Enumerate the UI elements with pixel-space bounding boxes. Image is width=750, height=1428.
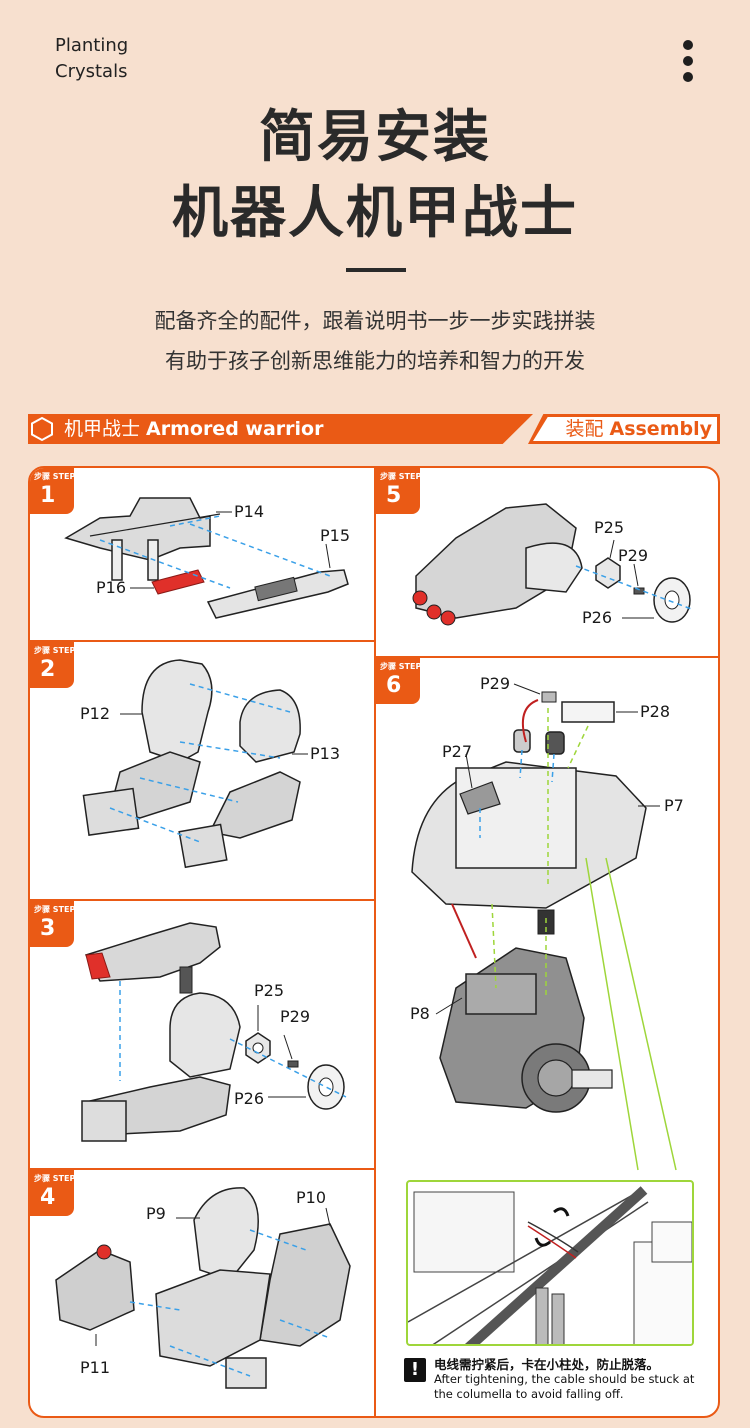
step-4-panel: 步骤 STEP 4 P9 P10 P11 — [30, 1170, 374, 1416]
part-label: P15 — [320, 526, 351, 545]
part-label: P9 — [146, 1204, 166, 1223]
more-menu-button[interactable] — [676, 40, 700, 82]
description-line-1: 配备齐全的配件，跟着说明书一步一步实践拼装 — [154, 309, 596, 333]
step-5-diagram — [412, 503, 695, 626]
step-4-diagram — [55, 1187, 351, 1389]
step-3-diagram — [81, 922, 347, 1142]
step-badge: 步骤 STEP 4 — [30, 1170, 76, 1216]
step-badge-label: 步骤 STEP — [34, 1174, 76, 1183]
part-label: P13 — [310, 744, 341, 763]
part-label: P26 — [582, 608, 613, 627]
part-label: P7 — [664, 796, 684, 815]
page-title-line-1: 简易安装 — [259, 105, 491, 170]
step-5-panel: 步骤 STEP 5 P25 P29 P26 — [376, 468, 718, 656]
step-number: 6 — [386, 673, 402, 698]
assembly-label-en: Assembly — [609, 418, 712, 440]
step-number: 4 — [40, 1185, 56, 1210]
part-label: P29 — [480, 674, 511, 693]
step-badge-label: 步骤 STEP — [34, 472, 76, 481]
step-badge-label: 步骤 STEP — [380, 472, 422, 481]
step-number: 1 — [40, 483, 56, 508]
step-2-panel: 步骤 STEP 2 P12 P13 — [30, 642, 374, 899]
menu-dot-icon — [683, 72, 693, 82]
page-title-line-2: 机器人机甲战士 — [172, 181, 578, 246]
step-badge: 步骤 STEP 2 — [30, 642, 76, 688]
step-6-diagram — [411, 683, 677, 1171]
section-title-en: Armored warrior — [146, 418, 324, 440]
cable-detail-diagram — [408, 1186, 692, 1344]
title-divider — [346, 268, 406, 272]
part-label: P25 — [594, 518, 625, 537]
part-label: P29 — [618, 546, 649, 565]
part-label: P27 — [442, 742, 473, 761]
part-label: P16 — [96, 578, 127, 597]
note-text-cn: 电线需拧紧后，卡在小柱处，防止脱落。 — [434, 1357, 660, 1372]
assembly-label-cn: 装配 — [565, 418, 604, 440]
step-6-panel: 步骤 STEP 6 — [376, 658, 718, 1416]
part-label: P11 — [80, 1358, 111, 1377]
part-label: P8 — [410, 1004, 430, 1023]
part-label: P26 — [234, 1089, 265, 1108]
step-number: 5 — [386, 483, 402, 508]
step-3-panel: 步骤 STEP 3 P25 P29 P26 — [30, 901, 374, 1168]
description-line-2: 有助于孩子创新思维能力的培养和智力的开发 — [165, 349, 585, 373]
hexagon-icon — [31, 416, 53, 442]
step-1-diagram — [64, 497, 349, 619]
step-badge: 步骤 STEP 5 — [376, 468, 422, 514]
brand-line-1: Planting — [55, 35, 129, 56]
cable-detail-zoom — [406, 1180, 694, 1346]
part-label: P28 — [640, 702, 671, 721]
step-1-panel: 步骤 STEP 1 P14 P15 P16 — [30, 468, 374, 640]
warning-icon: ! — [404, 1358, 426, 1382]
step-number: 3 — [40, 916, 56, 941]
brand-line-2: Crystals — [55, 61, 128, 82]
part-label: P14 — [234, 502, 265, 521]
assembly-instructions-frame: 步骤 STEP 1 P14 P15 P16 步骤 STEP 2 — [28, 466, 720, 1418]
step-badge: 步骤 STEP 1 — [30, 468, 76, 514]
part-label: P12 — [80, 704, 111, 723]
step-badge: 步骤 STEP 3 — [30, 901, 76, 947]
brand-name: Planting Crystals — [55, 33, 128, 85]
step-badge-label: 步骤 STEP — [34, 646, 76, 655]
step-badge: 步骤 STEP 6 — [376, 658, 422, 704]
menu-dot-icon — [683, 56, 693, 66]
step-badge-label: 步骤 STEP — [34, 905, 76, 914]
part-label: P29 — [280, 1007, 311, 1026]
step-number: 2 — [40, 657, 56, 682]
step-2-diagram — [82, 659, 308, 869]
note-text-en: After tightening, the cable should be st… — [434, 1372, 695, 1401]
part-label: P25 — [254, 981, 285, 1000]
section-title-cn: 机甲战士 — [64, 418, 141, 440]
menu-dot-icon — [683, 40, 693, 50]
part-label: P10 — [296, 1188, 327, 1207]
section-bar-left — [28, 414, 533, 444]
step-badge-label: 步骤 STEP — [380, 662, 422, 671]
